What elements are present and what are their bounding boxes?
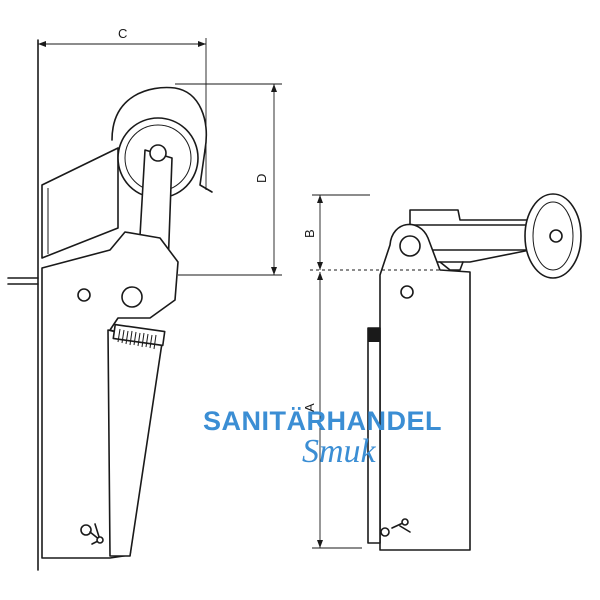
right-rod-cap <box>368 328 380 342</box>
dimension-a: A <box>302 272 362 549</box>
dim-b-arrow-bottom <box>317 262 323 270</box>
right-closer-body <box>379 223 471 551</box>
dim-b-arrow-top <box>317 195 323 203</box>
dimension-d: D <box>175 83 282 276</box>
dim-d-arrow-top <box>271 84 277 92</box>
right-latch <box>439 261 464 271</box>
dim-a-arrow-bottom <box>317 540 323 548</box>
right-mounting-hole <box>400 285 414 299</box>
watermark-line2: Smuk <box>302 433 377 470</box>
dim-c-label: C <box>118 26 127 41</box>
right-wheel-hub <box>549 229 563 243</box>
dim-d-label: D <box>254 174 269 183</box>
mounting-hole-left <box>77 288 91 302</box>
right-view: B A <box>302 193 582 551</box>
dimension-c: C <box>38 26 207 190</box>
right-main-pivot <box>399 235 421 257</box>
adjuster-thread <box>112 323 166 350</box>
left-view: C D <box>7 26 282 571</box>
bottom-screw <box>80 523 104 545</box>
arm-pivot-top <box>149 144 167 162</box>
dim-b-label: B <box>302 229 317 238</box>
right-bottom-screw <box>380 518 411 537</box>
dimension-b: B <box>302 194 440 271</box>
dim-a-arrow-top <box>317 272 323 280</box>
dim-c-arrow-right <box>198 41 206 47</box>
main-pivot <box>121 286 143 308</box>
dim-a-label: A <box>302 403 317 412</box>
right-roller-wheel-inner <box>532 201 574 271</box>
dim-c-arrow-left <box>38 41 46 47</box>
mounting-bracket <box>41 147 119 259</box>
roller-housing-tip <box>199 149 213 193</box>
roller-housing <box>111 86 207 151</box>
dim-d-arrow-bottom <box>271 267 277 275</box>
watermark: SANITÄRHANDEL Smuk <box>203 406 442 470</box>
closer-spring-housing <box>107 329 163 557</box>
watermark-line1: SANITÄRHANDEL <box>203 406 442 436</box>
